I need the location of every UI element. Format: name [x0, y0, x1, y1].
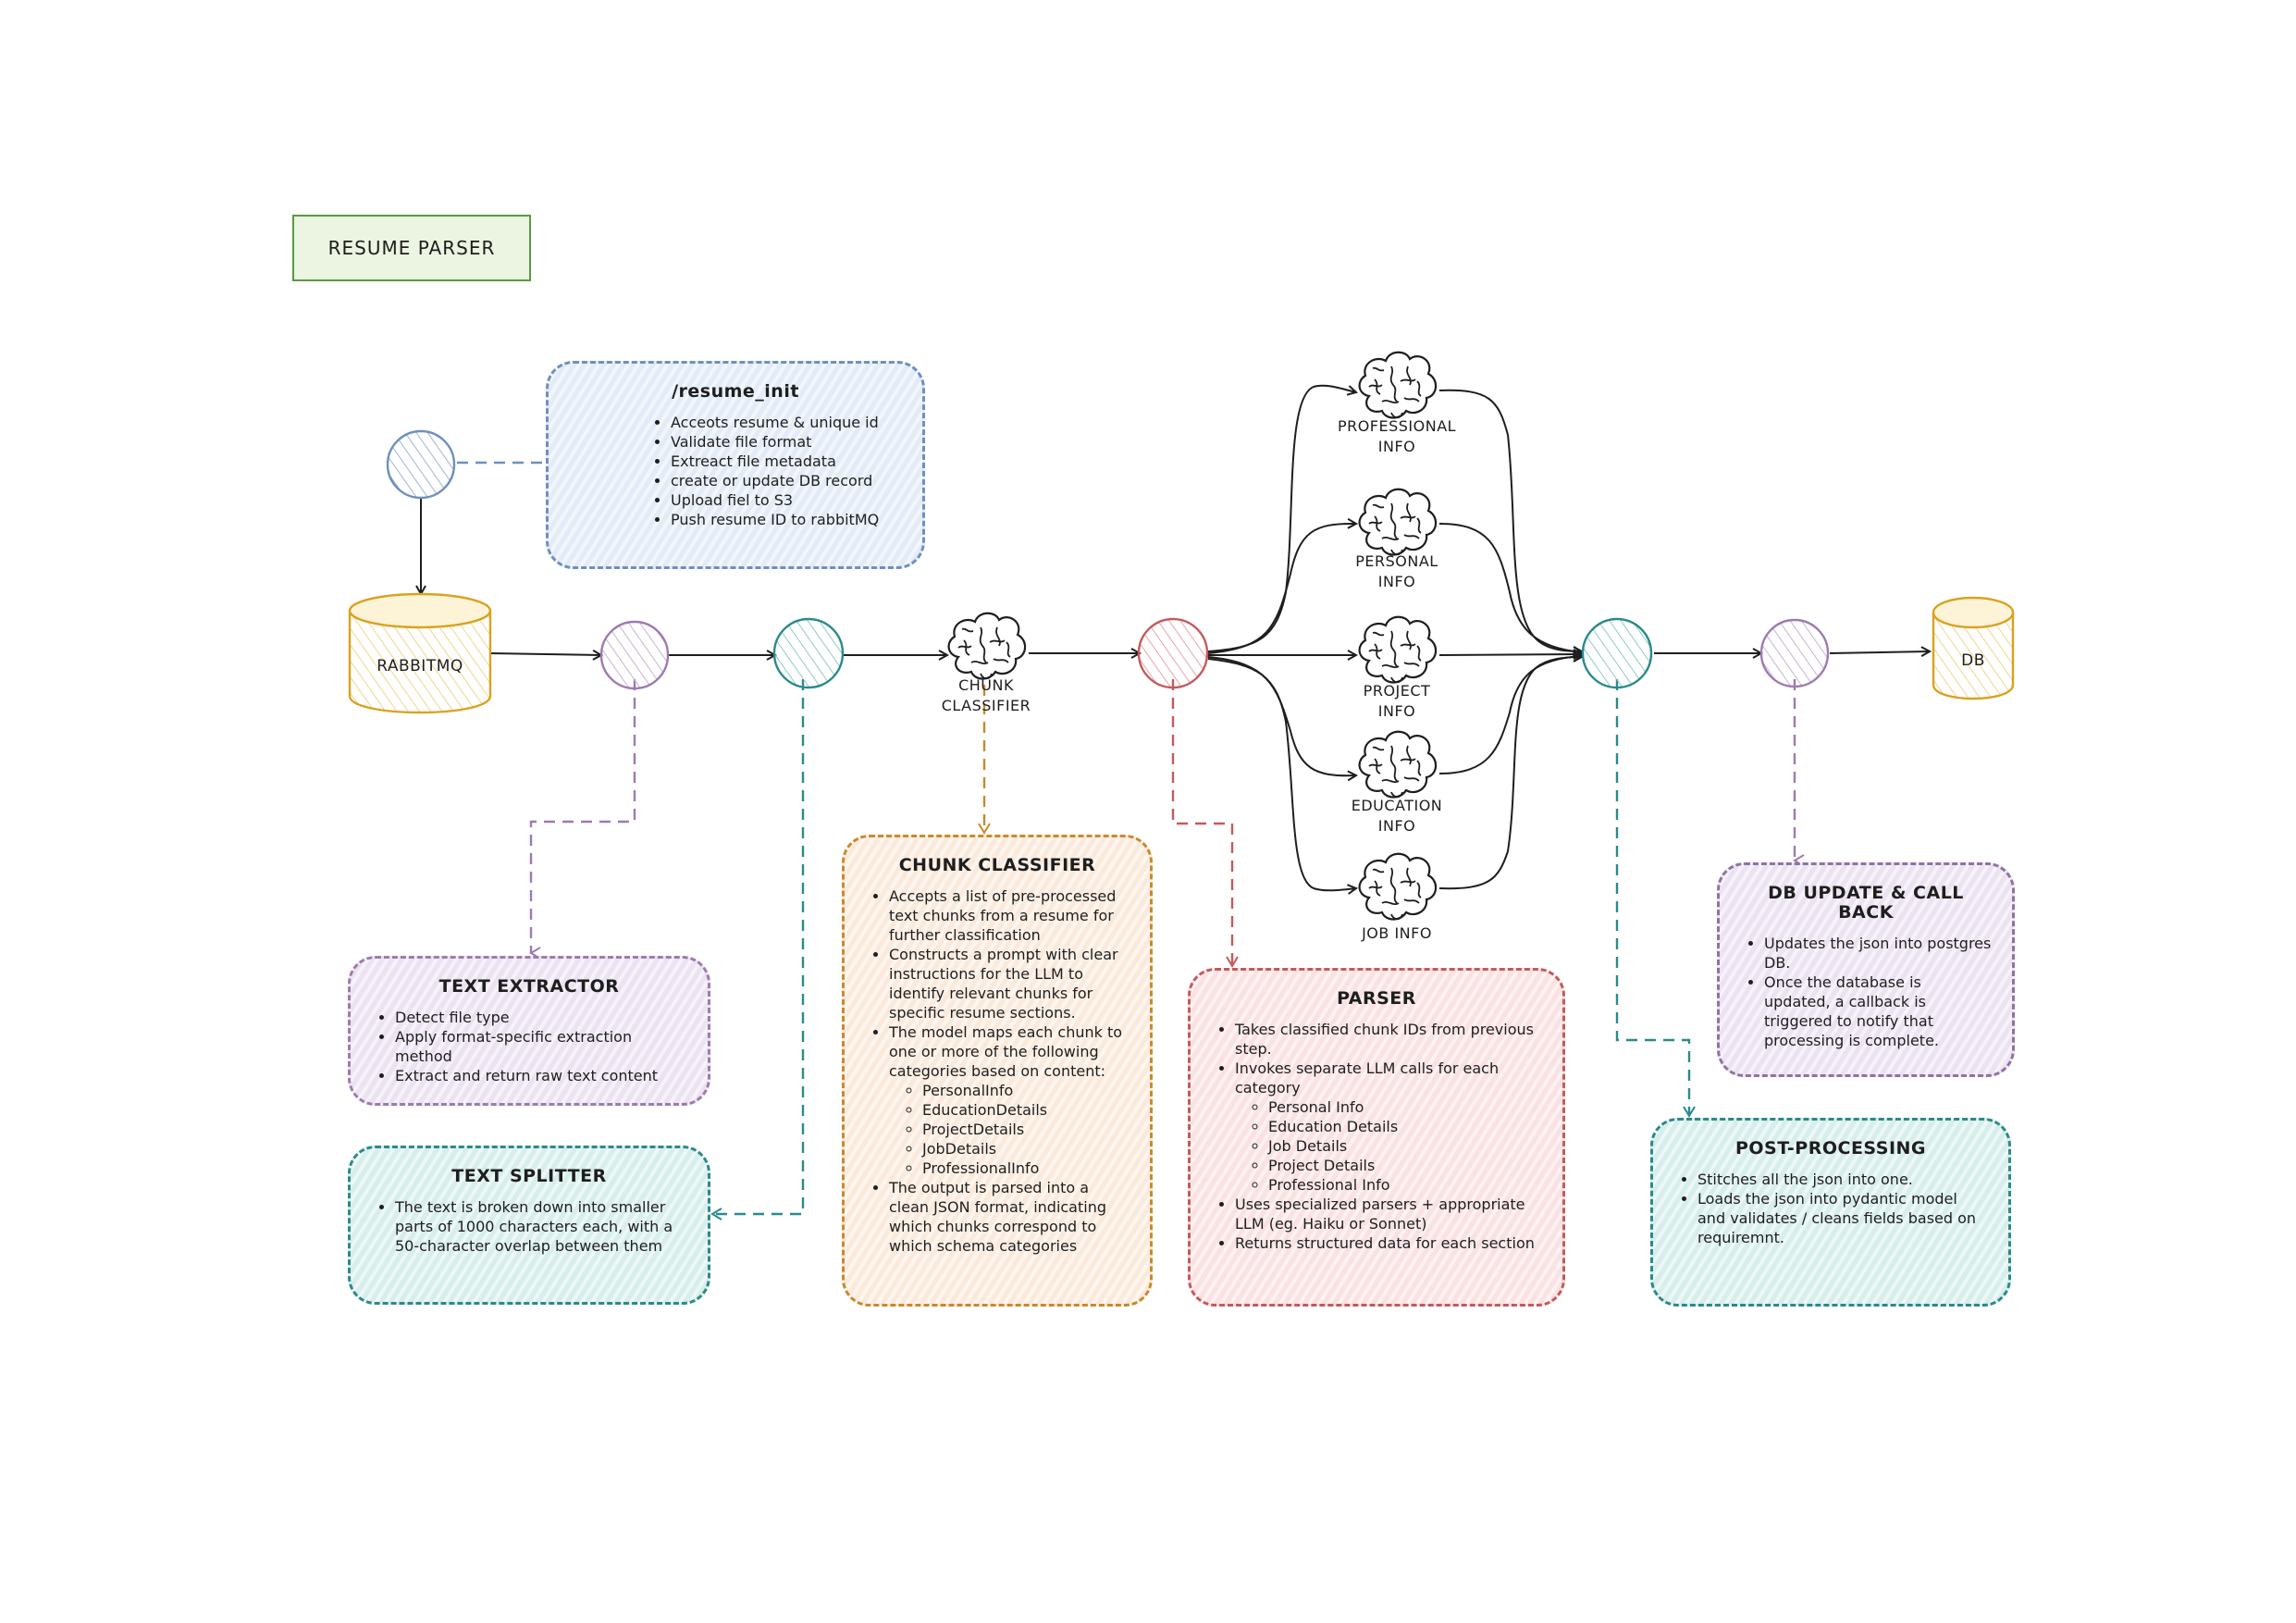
note-item: Loads the json into pydantic model and v… [1697, 1189, 1988, 1247]
note-item: create or update DB record [671, 471, 902, 490]
professional-info-label: PROFESSIONAL INFO [1337, 417, 1457, 455]
note-title: DB UPDATE & CALL BACK [1768, 883, 1964, 923]
arrow-rabbitmq-to-extractor [489, 653, 601, 655]
brain-icon [1358, 488, 1438, 556]
note-item: Push resume ID to rabbitMQ [671, 510, 902, 529]
category-item: Job Details [1268, 1136, 1542, 1156]
fan-in-connectors [1438, 389, 1582, 890]
education-info-label: EDUCATION INFO [1351, 797, 1443, 835]
note-item: The model maps each chunk to one or more… [889, 1022, 1129, 1178]
category-item: Project Details [1268, 1156, 1542, 1175]
note-item: Validate file format [671, 432, 902, 452]
dash-parser-to-note [1171, 679, 1239, 968]
category-item: Personal Info [1268, 1097, 1542, 1117]
arrow-db-update-to-db [1829, 651, 1930, 653]
text-extractor-note: TEXT EXTRACTOR Detect file type Apply fo… [348, 956, 710, 1106]
note-item: Extract and return raw text content [395, 1066, 687, 1085]
note-item: Detect file type [395, 1008, 687, 1027]
db-update-note: DB UPDATE & CALL BACK Updates the json i… [1717, 862, 2015, 1077]
note-item: Takes classified chunk IDs from previous… [1235, 1020, 1542, 1059]
note-item-text: The model maps each chunk to one or more… [889, 1023, 1123, 1080]
note-title: PARSER [1337, 988, 1416, 1009]
personal-info-label: PERSONAL INFO [1355, 552, 1438, 590]
job-info-label: JOB INFO [1362, 924, 1432, 942]
brain-icon [947, 612, 1027, 680]
note-item: Upload fiel to S3 [671, 490, 902, 510]
category-item: ProfessionalInfo [922, 1158, 1129, 1178]
db-label: DB [1961, 651, 1985, 670]
fan-out-connectors [1207, 384, 1356, 891]
chunk-classifier-note: CHUNK CLASSIFIER Accepts a list of pre-p… [842, 835, 1153, 1307]
text-splitter-note: TEXT SPLITTER The text is broken down in… [348, 1146, 710, 1305]
note-item: Apply format-specific extraction method [395, 1027, 687, 1066]
category-item: ProjectDetails [922, 1120, 1129, 1139]
parser-node[interactable] [1137, 617, 1209, 689]
category-item: Professional Info [1268, 1175, 1542, 1195]
note-item: Updates the json into postgres DB. [1764, 934, 1992, 973]
note-item: Acceots resume & unique id [671, 413, 902, 432]
note-item: Returns structured data for each section [1235, 1233, 1542, 1253]
db-update-node[interactable] [1759, 618, 1830, 688]
project-info-label: PROJECT INFO [1363, 682, 1431, 720]
db-cylinder[interactable] [1932, 596, 2015, 700]
note-title: TEXT EXTRACTOR [438, 976, 620, 997]
note-item: The output is parsed into a clean JSON f… [889, 1178, 1129, 1256]
parser-note: PARSER Takes classified chunk IDs from p… [1188, 968, 1565, 1307]
brain-icon [1358, 351, 1438, 419]
brain-icon [1358, 615, 1438, 684]
rabbitmq-cylinder[interactable] [348, 592, 492, 714]
category-item: PersonalInfo [922, 1081, 1129, 1100]
text-extractor-node[interactable] [599, 620, 670, 690]
note-title: TEXT SPLITTER [451, 1166, 607, 1186]
note-item: Extreact file metadata [671, 452, 902, 471]
note-item: Accepts a list of pre-processed text chu… [889, 886, 1129, 945]
note-item: Stitches all the json into one. [1697, 1170, 1988, 1189]
resume-init-note: /resume_init Acceots resume & unique id … [546, 361, 925, 569]
note-title: CHUNK CLASSIFIER [898, 855, 1096, 875]
category-item: Education Details [1268, 1117, 1542, 1136]
post-processing-note: POST-PROCESSING Stitches all the json in… [1650, 1118, 2011, 1307]
rabbitmq-label: RABBITMQ [376, 657, 463, 675]
note-item: Constructs a prompt with clear instructi… [889, 945, 1129, 1022]
dash-extractor-to-note [529, 679, 636, 960]
category-item: JobDetails [922, 1139, 1129, 1158]
text-splitter-node[interactable] [772, 617, 845, 689]
note-item-text: Invokes separate LLM calls for each cate… [1235, 1059, 1500, 1096]
category-item: EducationDetails [922, 1100, 1129, 1120]
note-item: Once the database is updated, a callback… [1764, 973, 1992, 1050]
brain-icon [1358, 852, 1438, 921]
note-item: Uses specialized parsers + appropriate L… [1235, 1195, 1542, 1233]
note-title: /resume_init [672, 381, 799, 402]
note-item: Invokes separate LLM calls for each cate… [1235, 1059, 1542, 1195]
note-title: POST-PROCESSING [1734, 1138, 1927, 1158]
brain-icon [1358, 730, 1438, 799]
dash-post-to-note [1615, 679, 1696, 1118]
dash-splitter-to-note [710, 679, 805, 1220]
api-endpoint-node[interactable] [386, 429, 456, 500]
post-processing-node[interactable] [1581, 617, 1653, 689]
note-item: The text is broken down into smaller par… [395, 1197, 687, 1256]
chunk-classifier-label: CHUNK CLASSIFIER [941, 676, 1031, 714]
diagram-title: RESUME PARSER [292, 215, 531, 281]
